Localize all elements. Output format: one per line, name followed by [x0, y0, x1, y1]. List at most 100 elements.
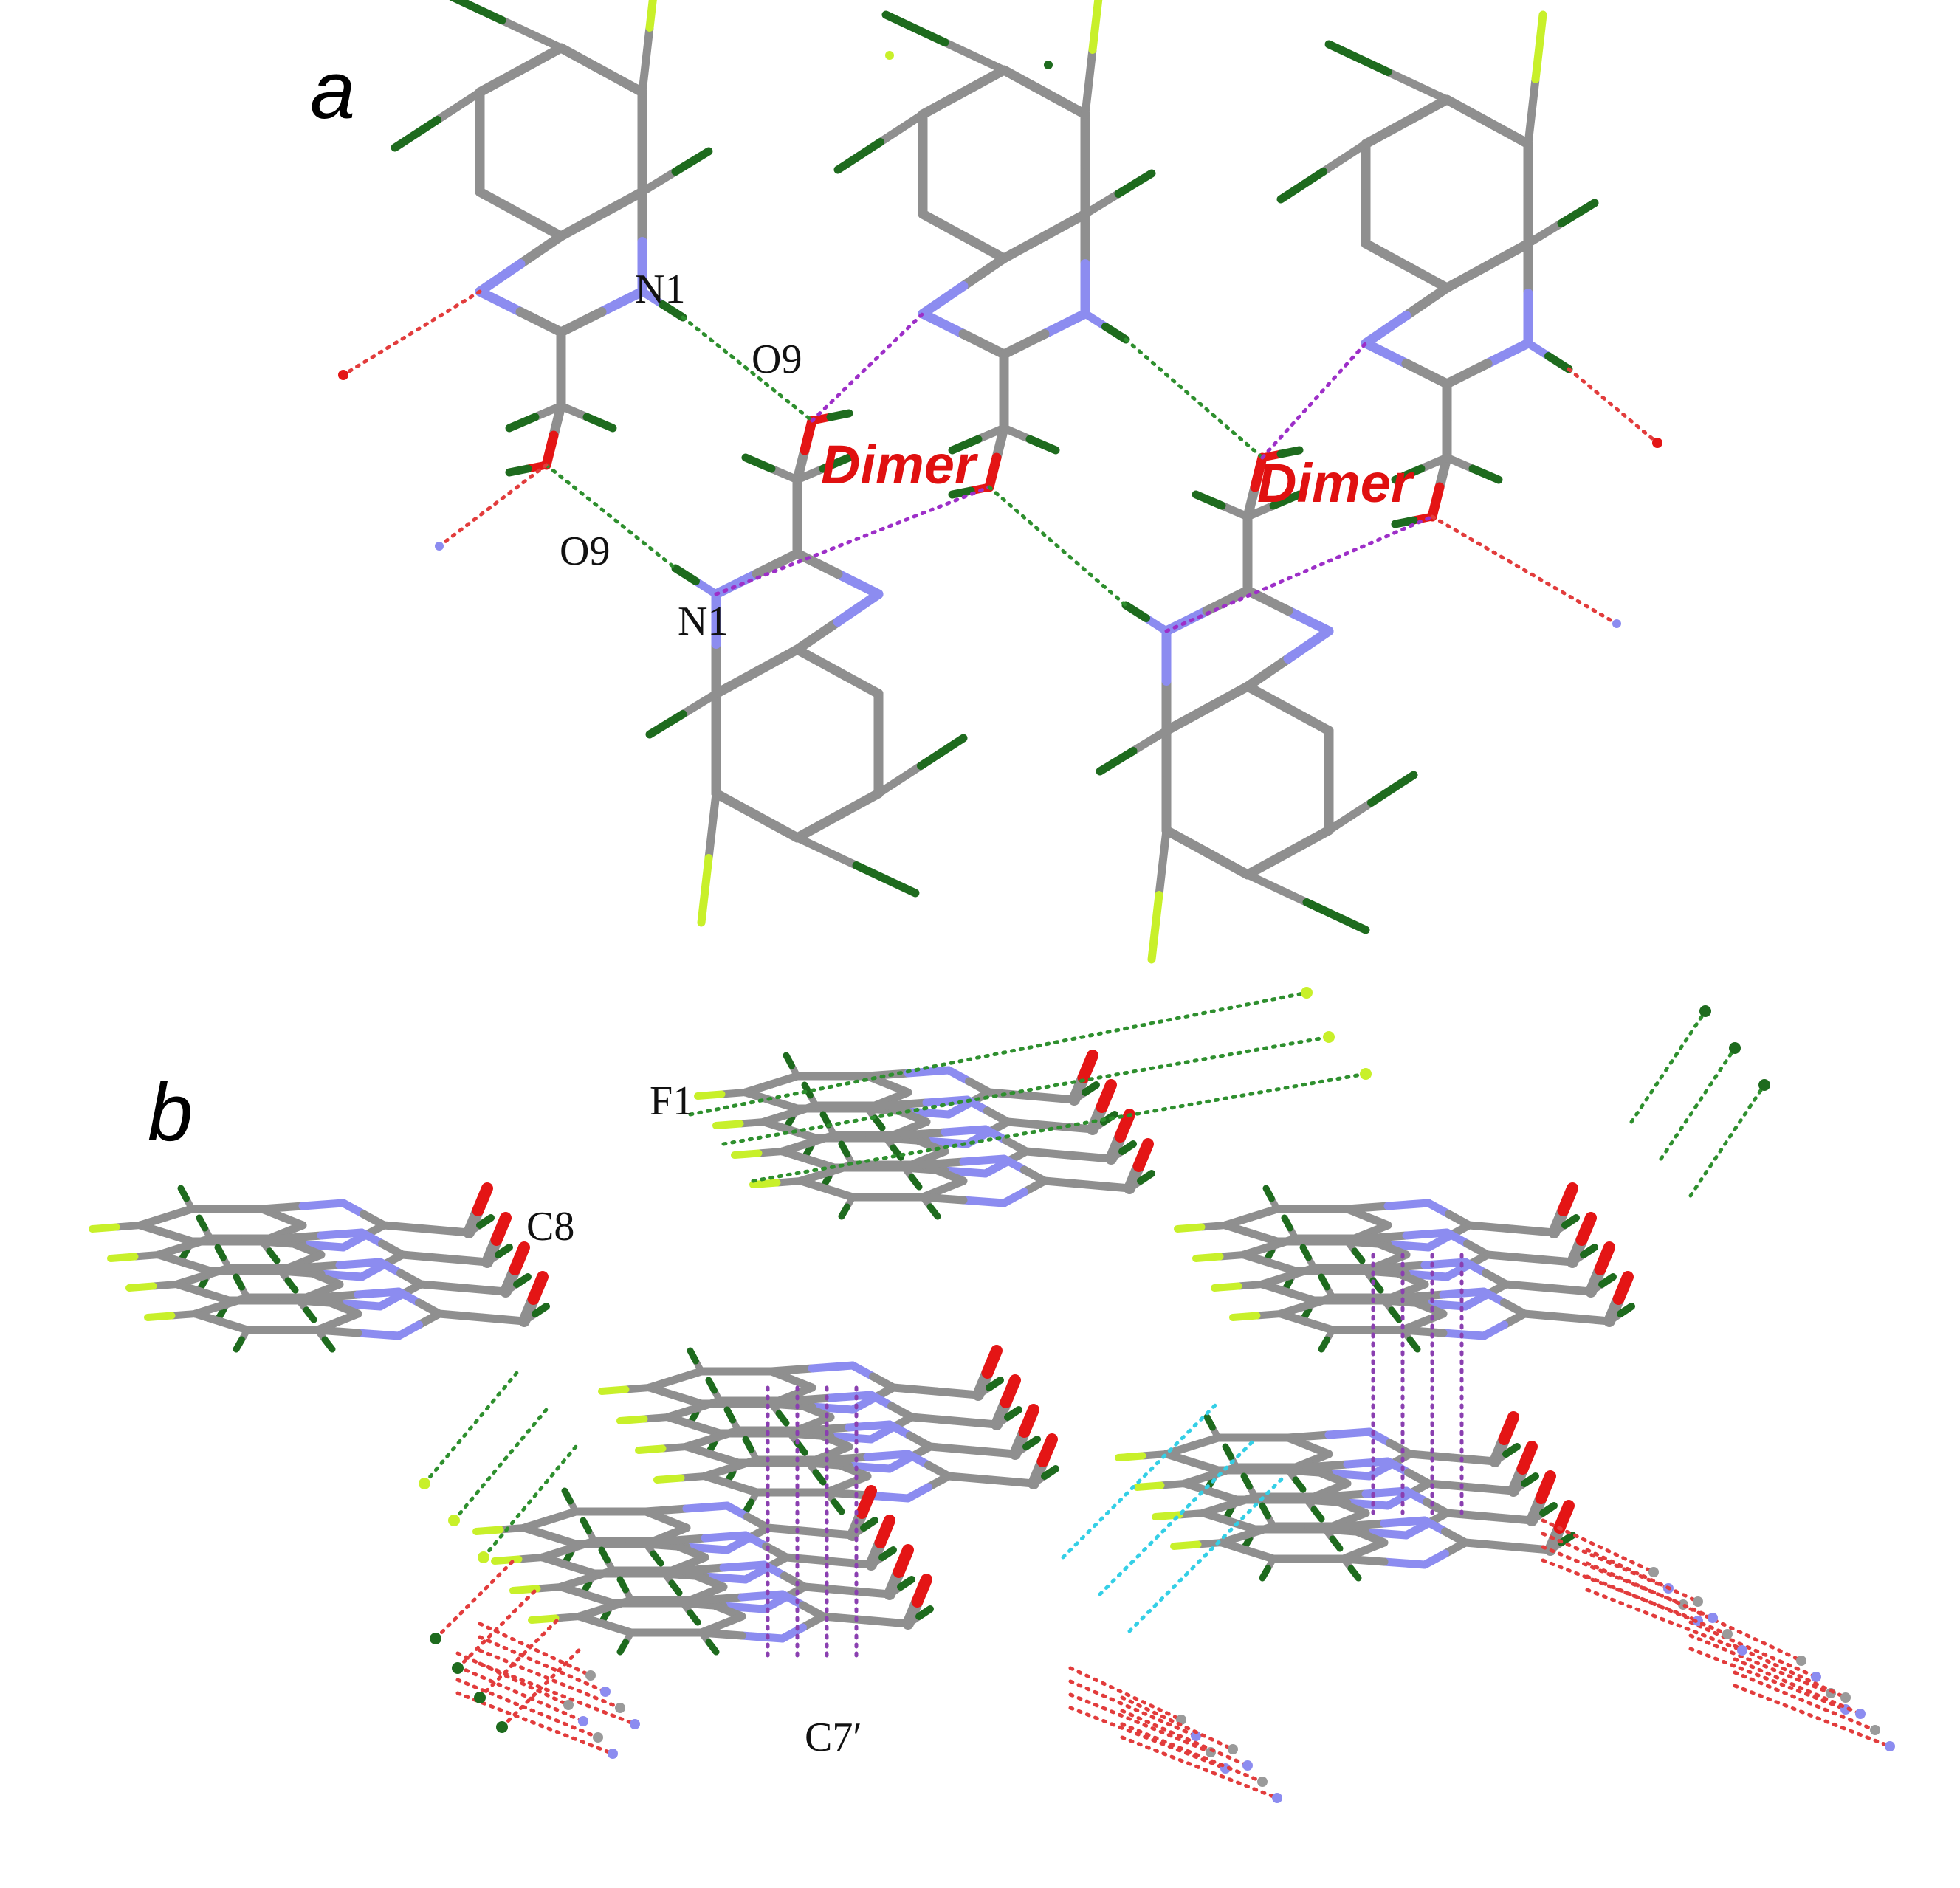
- bond-c-n: [918, 1157, 968, 1169]
- bond-n-c: [792, 548, 843, 579]
- bond-c-f: [677, 1472, 709, 1482]
- bond-c-h: [1281, 1214, 1293, 1232]
- bond-c-n: [660, 1534, 709, 1546]
- bond-c-n: [1402, 1228, 1451, 1240]
- bond-c-h: [1561, 1214, 1580, 1229]
- bond-c-c8: [1502, 1280, 1552, 1292]
- bond-c-c8: [1083, 1180, 1134, 1193]
- bond-c-h: [1324, 40, 1392, 76]
- bond-c-h: [433, 88, 484, 124]
- bond-c-h: [678, 689, 721, 718]
- bond-c-f: [1170, 1540, 1202, 1550]
- atom-f-remote: [448, 1515, 460, 1526]
- bond-c-c: [1242, 847, 1293, 880]
- bond-c-c8: [1022, 1147, 1073, 1160]
- bond-c-h: [214, 1244, 227, 1261]
- bond-c-f: [736, 1118, 768, 1128]
- bond-c-h: [1082, 1081, 1100, 1096]
- bond-c-h: [1443, 453, 1477, 473]
- bond-c-f: [1081, 46, 1097, 119]
- dimer-label-right: Dimer: [1257, 452, 1415, 514]
- bond-n-c: [904, 1107, 953, 1119]
- bond-c-f: [616, 1415, 648, 1424]
- bond-c-f: [773, 1177, 805, 1187]
- bond-c-n: [826, 1391, 876, 1402]
- bond-c-c: [804, 1131, 839, 1148]
- bond-c-h: [505, 413, 540, 433]
- bond-c-c: [760, 1117, 794, 1134]
- bond-c-h: [801, 1081, 814, 1099]
- bond-c8-o9: [490, 1212, 512, 1246]
- bond-c-f: [168, 1310, 199, 1320]
- bond-c-c: [767, 1072, 802, 1089]
- panel-b-layered-packing: [89, 987, 1895, 1803]
- bond-c-n: [317, 1228, 366, 1240]
- bond-c-h: [926, 1203, 941, 1220]
- bond-c-f: [1133, 1481, 1165, 1491]
- bond-c-h: [580, 1517, 592, 1534]
- o-h-n-contact: [455, 1585, 541, 1670]
- bond-c-h: [705, 1377, 718, 1394]
- bond-c-h: [1324, 799, 1375, 835]
- c8-h-f1-contact: [452, 1408, 549, 1523]
- bond-c-c: [1302, 1317, 1337, 1334]
- atom-label-n1-bottom: N1: [678, 599, 728, 644]
- bond-c-h: [742, 1436, 754, 1453]
- bond-c-c: [1442, 94, 1493, 127]
- bond-c-n: [642, 1504, 691, 1516]
- bond-c-f: [1216, 1251, 1248, 1261]
- cyan-contact: [1098, 1437, 1257, 1596]
- dimer-label-left: Dimer: [821, 434, 979, 495]
- bond-c8-o9: [1077, 1050, 1098, 1083]
- bond-c-h: [1367, 771, 1418, 807]
- bond-c-c: [778, 1147, 813, 1164]
- atom-remote: [1885, 1741, 1895, 1751]
- bond-c-n: [1401, 283, 1452, 320]
- bond-n-c: [1482, 338, 1533, 368]
- bond-n-c: [317, 1269, 366, 1281]
- bond-c-n: [1339, 1519, 1389, 1531]
- cyan-contact: [1127, 1474, 1287, 1633]
- bond-c-f: [1157, 1480, 1189, 1489]
- bond-o-h: [1391, 516, 1418, 528]
- bond-c-c: [538, 1553, 573, 1570]
- bond-c-c: [726, 1480, 761, 1497]
- bond-c-f: [1147, 891, 1163, 964]
- bond-c8-o9: [541, 430, 559, 470]
- atom-label-f1: F1: [650, 1078, 693, 1124]
- bond-n-c: [354, 1329, 403, 1340]
- atom-remote: [1722, 1629, 1733, 1639]
- bond-c-c: [475, 65, 526, 97]
- bond-c-h: [1417, 453, 1451, 473]
- bond-c-c: [546, 1532, 580, 1548]
- bond-c-h: [650, 1550, 664, 1567]
- bond-c-h: [723, 1406, 736, 1424]
- bond-n-c: [1401, 359, 1452, 389]
- bond-c-n: [1302, 1460, 1352, 1472]
- bond-n-c: [697, 1628, 746, 1640]
- bond-c-c: [1283, 825, 1334, 858]
- bond-n-c: [941, 1166, 990, 1178]
- bond-c-n: [808, 1361, 857, 1373]
- bond-c-c: [711, 788, 762, 821]
- c-h-f-contact: [1659, 1046, 1737, 1161]
- bond-c-n: [1380, 1516, 1429, 1528]
- bond-c-f: [659, 1443, 690, 1453]
- bond-c-h: [767, 464, 802, 484]
- bond-c-c8: [1040, 1176, 1091, 1189]
- bond-c-c: [833, 788, 884, 821]
- atom-label-c8: C8: [526, 1204, 574, 1250]
- bond-c-c8: [1406, 1450, 1457, 1462]
- bond-c-c: [199, 1288, 233, 1305]
- bond-n-c: [1361, 338, 1411, 368]
- hbond-nh-o: [681, 315, 814, 423]
- bond-c-h: [1617, 1303, 1635, 1317]
- c8-h-f1-contact: [751, 1072, 1368, 1183]
- bond-c-c: [1202, 847, 1253, 880]
- bond-n-c: [1402, 1269, 1451, 1281]
- bond-n-c: [701, 1572, 750, 1584]
- atom-f-remote: [419, 1478, 430, 1489]
- bond-c-f: [1192, 1253, 1224, 1262]
- bond-c-c: [136, 1221, 171, 1238]
- bond-c-c: [1247, 1205, 1282, 1222]
